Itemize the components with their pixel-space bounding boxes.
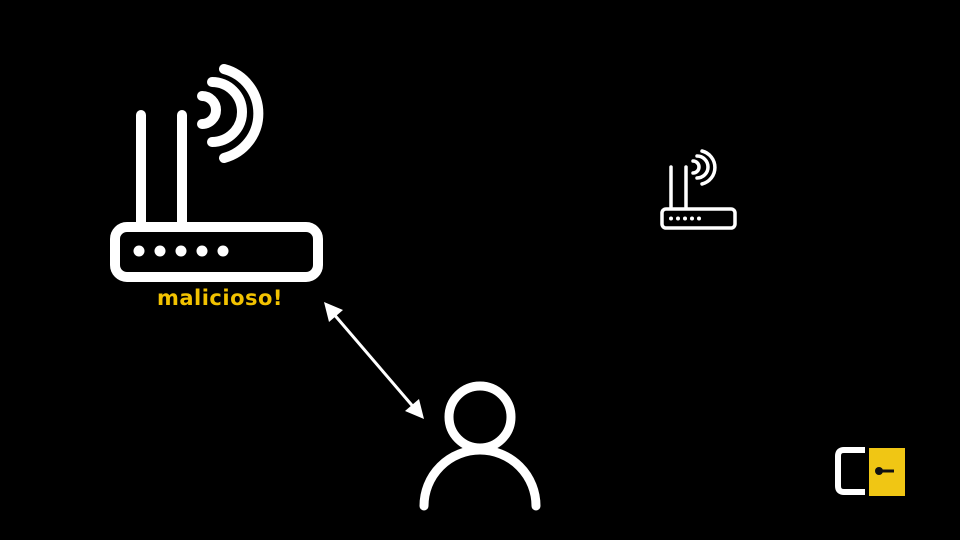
brand-logo	[835, 447, 905, 496]
malicious-label: malicioso!	[156, 286, 284, 310]
connection-arrow	[324, 302, 424, 419]
malicious-router-icon	[110, 64, 323, 282]
user-icon	[419, 381, 541, 511]
legit-router-icon	[660, 149, 737, 230]
